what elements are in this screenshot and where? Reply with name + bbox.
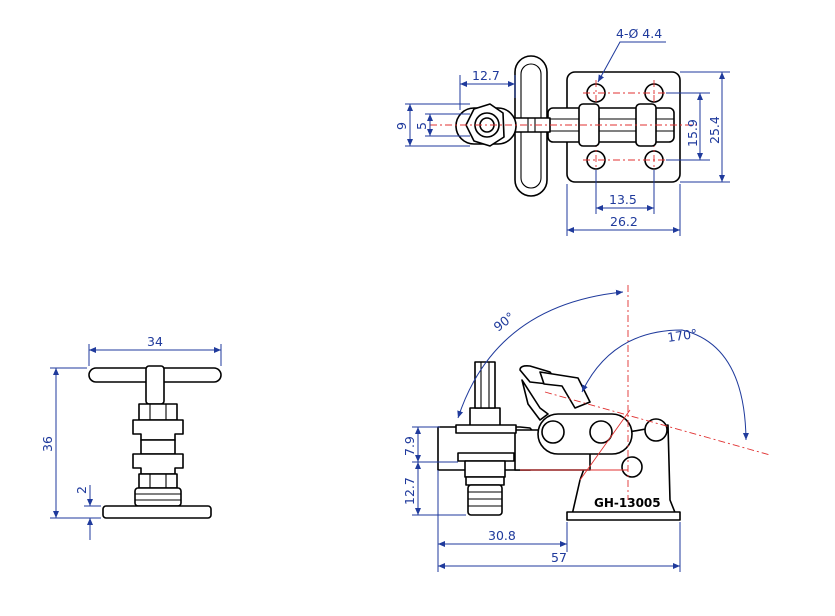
part-label: GH-13005 [594, 496, 661, 510]
upper-nut [469, 407, 501, 427]
dim-text: 12.7 [402, 477, 417, 505]
hole-callout: 4-Ø 4.4 [616, 26, 662, 41]
dim-text: 9 [394, 122, 409, 130]
top-view [430, 55, 700, 197]
lower-washer [457, 452, 515, 462]
dim-text: 2 [74, 486, 89, 494]
side-upper-nut [138, 403, 178, 421]
dim-text: 30.8 [488, 528, 516, 543]
handle-stem [145, 365, 165, 405]
ext-lines [50, 367, 101, 519]
dim-text: 26.2 [610, 214, 638, 229]
side-body [140, 439, 176, 455]
pivot-pin [541, 420, 565, 444]
pivot-pin [644, 418, 668, 442]
dim-text: 36 [40, 436, 55, 452]
pad-grip [135, 493, 181, 501]
handle-link [521, 379, 549, 421]
top-view-dimensions: 4-Ø 4.4 12.7 9 5 15.9 25.4 13.5 26.2 [394, 26, 730, 236]
side-pad [134, 487, 182, 507]
upper-washer [455, 424, 517, 434]
side-lower-nut [138, 473, 178, 489]
front-view: GH-13005 [437, 285, 771, 521]
spindle-thread [474, 361, 496, 409]
side-upper-clip [132, 419, 184, 441]
linkage-lines [548, 108, 674, 142]
side-view-dimensions: 34 36 2 [40, 334, 222, 540]
ext-lines [437, 470, 681, 572]
side-view [88, 365, 222, 519]
dim-text: 15.9 [685, 119, 700, 147]
side-base [102, 505, 212, 519]
dim-text: 7.9 [402, 436, 417, 456]
angle-text: 90° [491, 309, 518, 334]
hole-leader [597, 41, 666, 83]
pivot-pin [621, 456, 643, 478]
dim-text: 12.7 [472, 68, 500, 83]
dim-text: 57 [551, 550, 567, 565]
lower-nut [464, 460, 506, 478]
side-lower-clip [132, 453, 184, 475]
nut-facets [149, 404, 167, 420]
dim-text: 5 [414, 122, 429, 130]
dim-text: 25.4 [707, 116, 722, 144]
pad-top [465, 476, 505, 486]
pad-grip-lines [468, 491, 502, 507]
angle-text: 170° [666, 326, 698, 345]
hole-centerlines [583, 80, 667, 173]
angle-arc-170 [581, 329, 749, 441]
clamp-pad [467, 484, 503, 516]
nut-facets [149, 474, 167, 488]
dim-text: 13.5 [609, 192, 637, 207]
ext-lines [666, 71, 730, 183]
ext-lines [566, 170, 681, 236]
ext-lines [405, 103, 470, 147]
dim-text: 34 [147, 334, 163, 349]
front-base [566, 511, 681, 521]
angle-arc-90 [457, 289, 624, 419]
